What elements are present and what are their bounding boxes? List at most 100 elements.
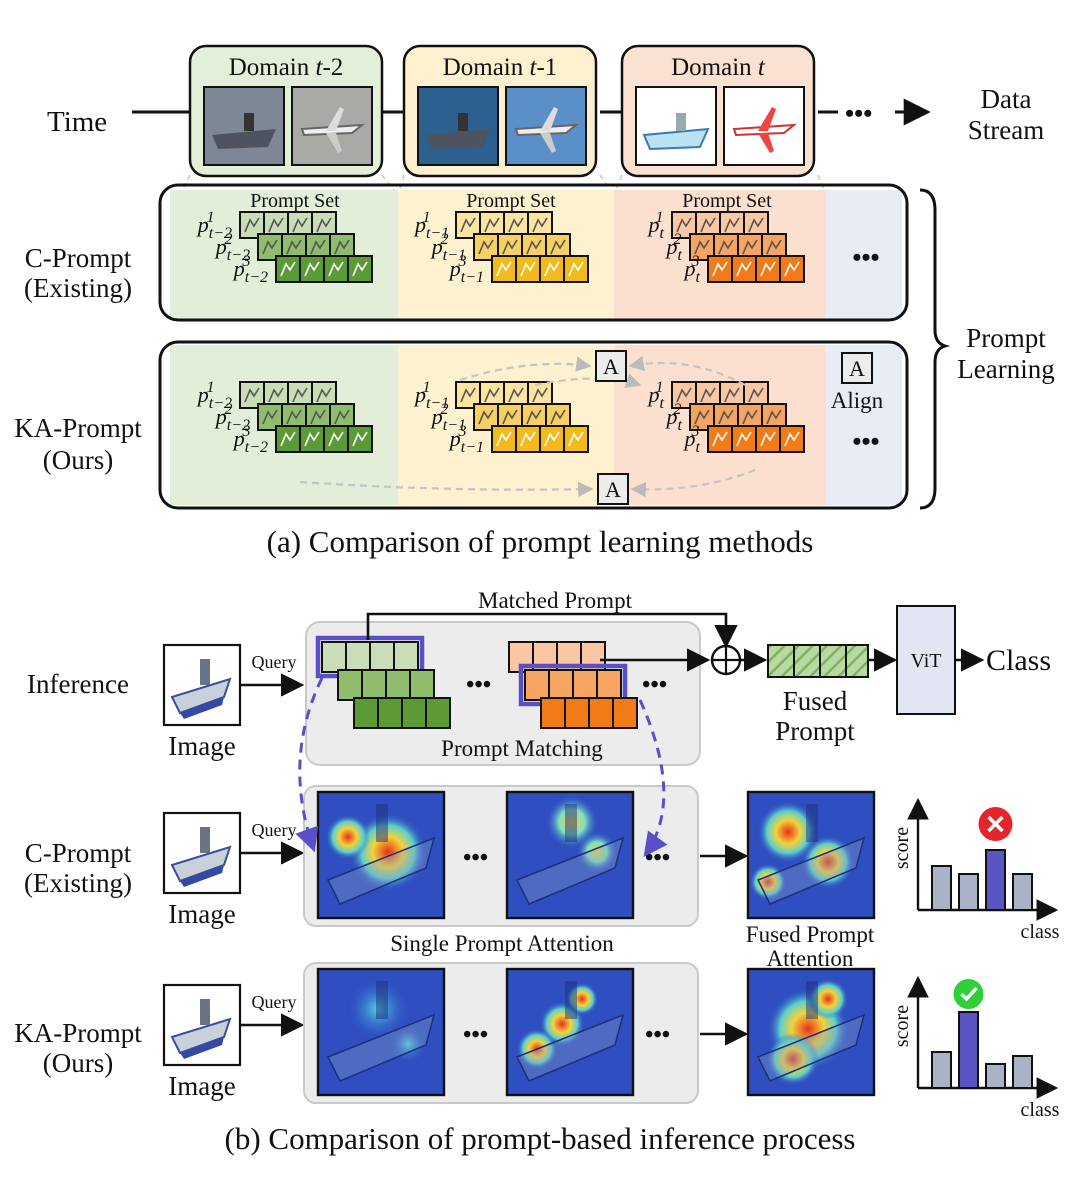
domain-box-0: Domain t-2 — [188, 44, 384, 178]
c-prompt-b-label-2: (Existing) — [24, 868, 132, 898]
match-arrow-left — [295, 677, 324, 853]
attn-ellipsis-4: ••• — [645, 1022, 670, 1048]
fused-prompt-label-2: Prompt — [775, 716, 855, 746]
fused-prompt-block — [767, 644, 869, 678]
attn-ellipsis-3: ••• — [463, 1022, 488, 1048]
inference-row-label: Inference — [27, 669, 129, 699]
prompt-label: pt−21 — [196, 379, 232, 412]
query-label-2: Query — [252, 992, 297, 1012]
ka-prompt-row-label-2: (Ours) — [43, 445, 113, 475]
c-prompt-row-frame — [158, 183, 909, 322]
matching-stack-orange — [508, 641, 638, 729]
prompt-token — [275, 425, 301, 453]
prompt-label: pt2 — [665, 401, 683, 434]
domain-image-1-1 — [505, 86, 587, 166]
prompt-token — [347, 255, 373, 283]
domain-image-0-0 — [203, 86, 285, 166]
chart-ylabel: score — [891, 827, 913, 869]
check-icon — [953, 979, 984, 1009]
ka-prompt-row-label-1: KA-Prompt — [14, 413, 142, 443]
chart-bar — [958, 1011, 979, 1089]
matching-stack-green — [315, 635, 451, 729]
caption-b: (b) Comparison of prompt-based inference… — [225, 1121, 856, 1156]
domain-boxes: Domain t-2 Domain t-1 Domain t — [188, 44, 816, 178]
align-box-bottom: A — [597, 473, 629, 505]
prompt-token — [299, 425, 325, 453]
single-prompt-attention-label: Single Prompt Attention — [390, 931, 614, 956]
query-image-0 — [162, 643, 242, 727]
prompt-token — [491, 255, 517, 283]
prompt-label: pt−11 — [413, 379, 448, 412]
prompt-label: pt2 — [665, 231, 683, 264]
ka-prompt-row-frame — [158, 340, 909, 510]
matched-prompt-label: Matched Prompt — [478, 588, 633, 613]
prompt-label: pt−13 — [448, 423, 484, 456]
chart-bar — [1012, 1055, 1033, 1089]
prompt-label: pt−12 — [430, 231, 466, 264]
prompt-learning-label-2: Learning — [957, 354, 1054, 384]
prompt-token — [473, 233, 499, 261]
prompt-label: pt−22 — [214, 231, 250, 264]
vit-label: ViT — [910, 650, 941, 672]
query-label-1: Query — [252, 820, 297, 840]
part-b: Inference C-Prompt (Existing) KA-Prompt … — [14, 588, 1059, 1156]
caption-a: (a) Comparison of prompt learning method… — [267, 524, 814, 559]
domain-title-1: Domain t-1 — [443, 54, 558, 81]
attention-heatmap-0 — [316, 790, 446, 920]
prompt-token — [299, 255, 325, 283]
align-label: Align — [831, 388, 884, 413]
chart-bar — [1012, 873, 1033, 911]
prompt-token — [779, 255, 805, 283]
svg-text:A: A — [603, 354, 619, 379]
attention-heatmap-1 — [505, 790, 635, 920]
prompt-label: pt−23 — [232, 423, 268, 456]
prompt-token — [731, 425, 757, 453]
matched-prompt-line — [366, 612, 738, 649]
prompt-token — [347, 425, 373, 453]
prompt-token — [275, 255, 301, 283]
chart-bar — [985, 1063, 1006, 1089]
ka-prompt-b-label-1: KA-Prompt — [14, 1018, 142, 1048]
c-prompt-b-label-1: C-Prompt — [25, 838, 132, 868]
prompt-token — [563, 255, 589, 283]
prompt-token — [323, 255, 349, 283]
prompt-token — [671, 381, 697, 409]
prompt-label: pt1 — [647, 209, 665, 242]
time-label: Time — [47, 106, 107, 138]
prompt-token — [707, 425, 733, 453]
prompt-token — [515, 425, 541, 453]
attn-ellipsis-1: ••• — [463, 845, 488, 871]
attention-heatmap-2 — [746, 790, 876, 920]
chart-bar — [985, 849, 1006, 911]
fused-attention-label-2: Attention — [767, 946, 854, 971]
c-prompt-row-label-1: C-Prompt — [25, 243, 132, 273]
domain-title-2: Domain t — [671, 54, 766, 81]
prompt-label: pt1 — [647, 379, 665, 412]
domain-title-0: Domain t-2 — [229, 54, 344, 81]
attention-heatmap-4 — [505, 967, 635, 1097]
prompt-set-label-1: Prompt Set — [466, 190, 556, 212]
query-label-0: Query — [252, 652, 297, 672]
svg-text:A: A — [605, 477, 621, 502]
attention-heatmaps — [316, 790, 876, 1097]
prompt-label: pt−11 — [413, 209, 448, 242]
prompt-label: pt−13 — [448, 253, 484, 286]
domain-box-2: Domain t — [620, 44, 816, 178]
vit-block — [896, 605, 956, 715]
match-arrow-right — [638, 699, 668, 857]
chart-bar — [931, 865, 952, 911]
prompt-token — [707, 255, 733, 283]
query-image-1 — [162, 811, 242, 895]
prompt-token — [563, 425, 589, 453]
prompt-label: pt−23 — [232, 253, 268, 286]
query-image-2 — [162, 983, 242, 1067]
